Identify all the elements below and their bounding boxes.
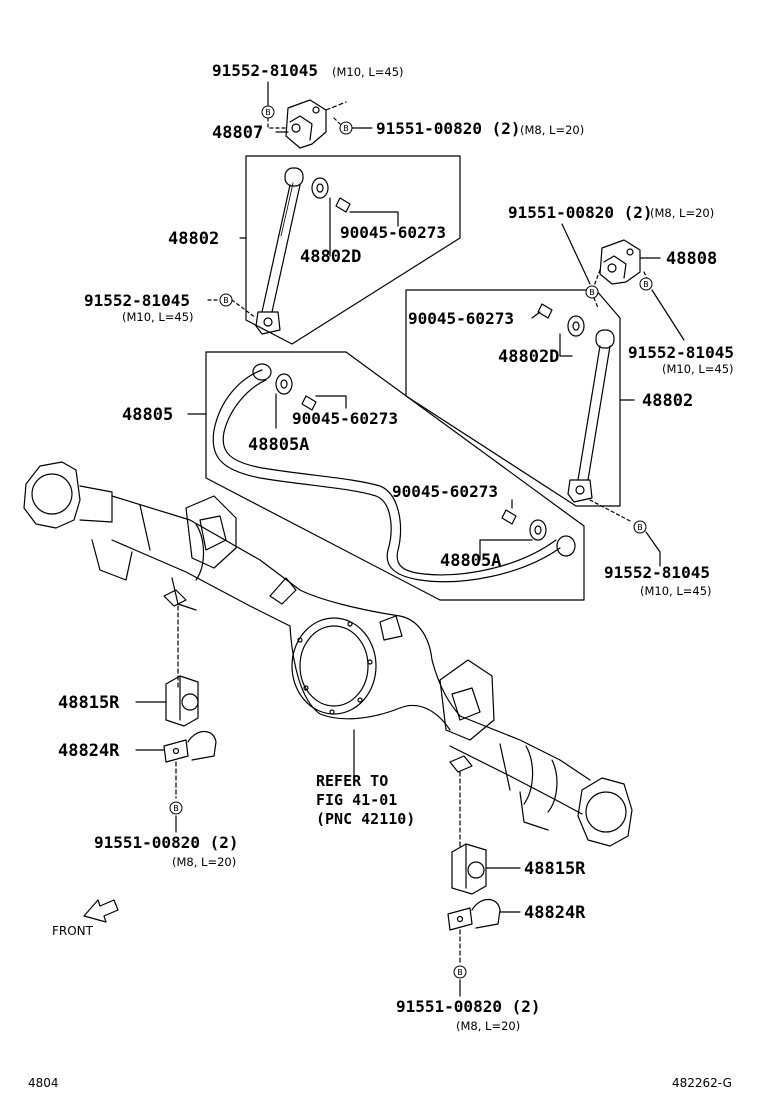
part-label: 90045-60273	[408, 309, 514, 328]
leader-p8	[561, 223, 591, 285]
part-spec: (M10, L=45)	[640, 584, 712, 598]
bushing-48802d-right	[567, 315, 585, 337]
bolt-marker-icon	[339, 121, 353, 135]
part-label: 91552-81045	[84, 291, 190, 310]
svg-text:B: B	[589, 288, 595, 297]
bolt-marker-icon	[633, 520, 647, 534]
clamp-48824r-left	[163, 730, 217, 763]
part-label: 48802	[642, 391, 694, 411]
part-label: 91551-00820 (2)	[396, 997, 541, 1016]
part-label: 91551-00820 (2)	[376, 119, 521, 138]
collar-left	[335, 197, 351, 213]
svg-text:B: B	[223, 296, 229, 305]
part-label: 48802D	[498, 347, 560, 367]
front-arrow-icon	[83, 899, 119, 923]
part-label: 48802	[168, 229, 220, 249]
stabilizer-bar-48805	[212, 363, 576, 583]
bolt-marker-icon	[261, 105, 275, 119]
bracket-48807	[285, 99, 347, 149]
part-label: 48807	[212, 123, 264, 143]
rear-axle-housing	[23, 461, 633, 847]
refer-to-line3: (PNC 42110)	[316, 810, 416, 828]
bolt-marker-icon	[169, 801, 183, 815]
bolt-marker-icon	[453, 965, 467, 979]
footer-left: 4804	[28, 1076, 59, 1090]
bushing-48805a-lower	[529, 519, 547, 541]
part-label: 90045-60273	[392, 482, 498, 501]
bumper-48815r-left	[165, 675, 199, 727]
collar-stab-upper	[301, 395, 317, 411]
part-spec: (M10, L=45)	[662, 362, 734, 376]
bolt-marker-icon	[639, 277, 653, 291]
collar-right	[537, 303, 553, 319]
clamp-48824r-right	[447, 898, 501, 931]
svg-text:B: B	[637, 523, 643, 532]
part-label: 48805A	[248, 435, 310, 455]
part-label: 48802D	[300, 247, 362, 267]
leader-p12	[651, 289, 685, 341]
refer-to-line1: REFER TO	[316, 772, 389, 790]
part-label: 90045-60273	[340, 223, 446, 242]
bushing-48802d-left	[311, 177, 329, 199]
bumper-48815r-right	[451, 843, 487, 895]
part-label: 91552-81045	[628, 343, 734, 362]
svg-text:B: B	[457, 968, 463, 977]
svg-text:B: B	[173, 804, 179, 813]
svg-text:B: B	[265, 108, 271, 117]
part-spec: (M10, L=45)	[122, 310, 194, 324]
front-label: FRONT	[52, 924, 93, 938]
part-label: 91551-00820 (2)	[508, 203, 653, 222]
part-label: 91552-81045	[212, 61, 318, 80]
part-label: 48815R	[524, 859, 586, 879]
svg-text:B: B	[343, 124, 349, 133]
svg-text:B: B	[643, 280, 649, 289]
rod-48802-left	[255, 167, 304, 335]
bolt-marker-icon	[219, 293, 233, 307]
footer-right: 482262-G	[672, 1076, 732, 1090]
part-spec: (M8, L=20)	[520, 123, 585, 137]
part-label: 48808	[666, 249, 718, 269]
part-label: 91552-81045	[604, 563, 710, 582]
rod-48802-right	[567, 329, 615, 503]
part-label: 91551-00820 (2)	[94, 833, 239, 852]
refer-to-line2: FIG 41-01	[316, 791, 398, 809]
bushing-48805a-upper	[275, 373, 293, 395]
part-spec: (M10, L=45)	[332, 65, 404, 79]
part-label: 90045-60273	[292, 409, 398, 428]
part-label: 48815R	[58, 693, 120, 713]
part-spec: (M8, L=20)	[650, 206, 715, 220]
part-label: 48805A	[440, 551, 502, 571]
part-spec: (M8, L=20)	[456, 1019, 521, 1033]
group-box-stabilizer	[205, 351, 585, 601]
part-spec: (M8, L=20)	[172, 855, 237, 869]
bracket-48808	[599, 239, 641, 285]
part-label: 48824R	[58, 741, 120, 761]
part-label: 48805	[122, 405, 174, 425]
bolt-marker-icon	[585, 285, 599, 299]
collar-stab-lower	[501, 509, 517, 525]
leader-p19	[645, 531, 661, 567]
part-label: 48824R	[524, 903, 586, 923]
group-box-left	[245, 155, 461, 345]
